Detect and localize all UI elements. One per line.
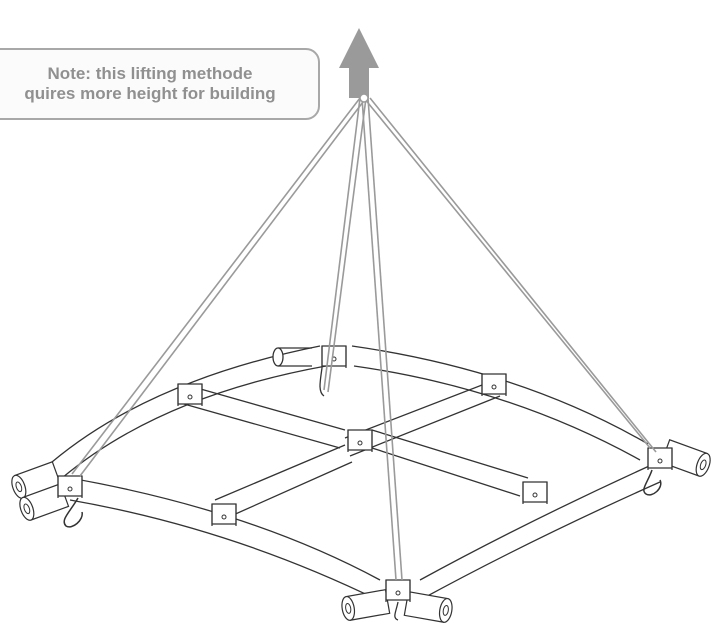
note-line-2: quires more height for building [24, 84, 276, 103]
note-line-1: Note: this lifting methode [47, 64, 253, 83]
rope-ring [359, 93, 369, 103]
note-box [0, 48, 320, 120]
tubes-cross [183, 379, 529, 521]
note-text: Note: this lifting methode quires more h… [0, 64, 320, 104]
tubes-front [69, 461, 661, 601]
hook-icon [643, 469, 662, 496]
corner-front [339, 579, 455, 624]
hook-icon [63, 497, 83, 528]
hook-icon [394, 601, 399, 621]
up-arrow-icon [339, 28, 379, 98]
corner-left [8, 461, 83, 528]
lifting-ropes [71, 97, 657, 581]
tubes-back [51, 345, 649, 479]
hook-icon [319, 367, 325, 397]
corner-right [643, 439, 713, 496]
corner-back [319, 345, 347, 397]
